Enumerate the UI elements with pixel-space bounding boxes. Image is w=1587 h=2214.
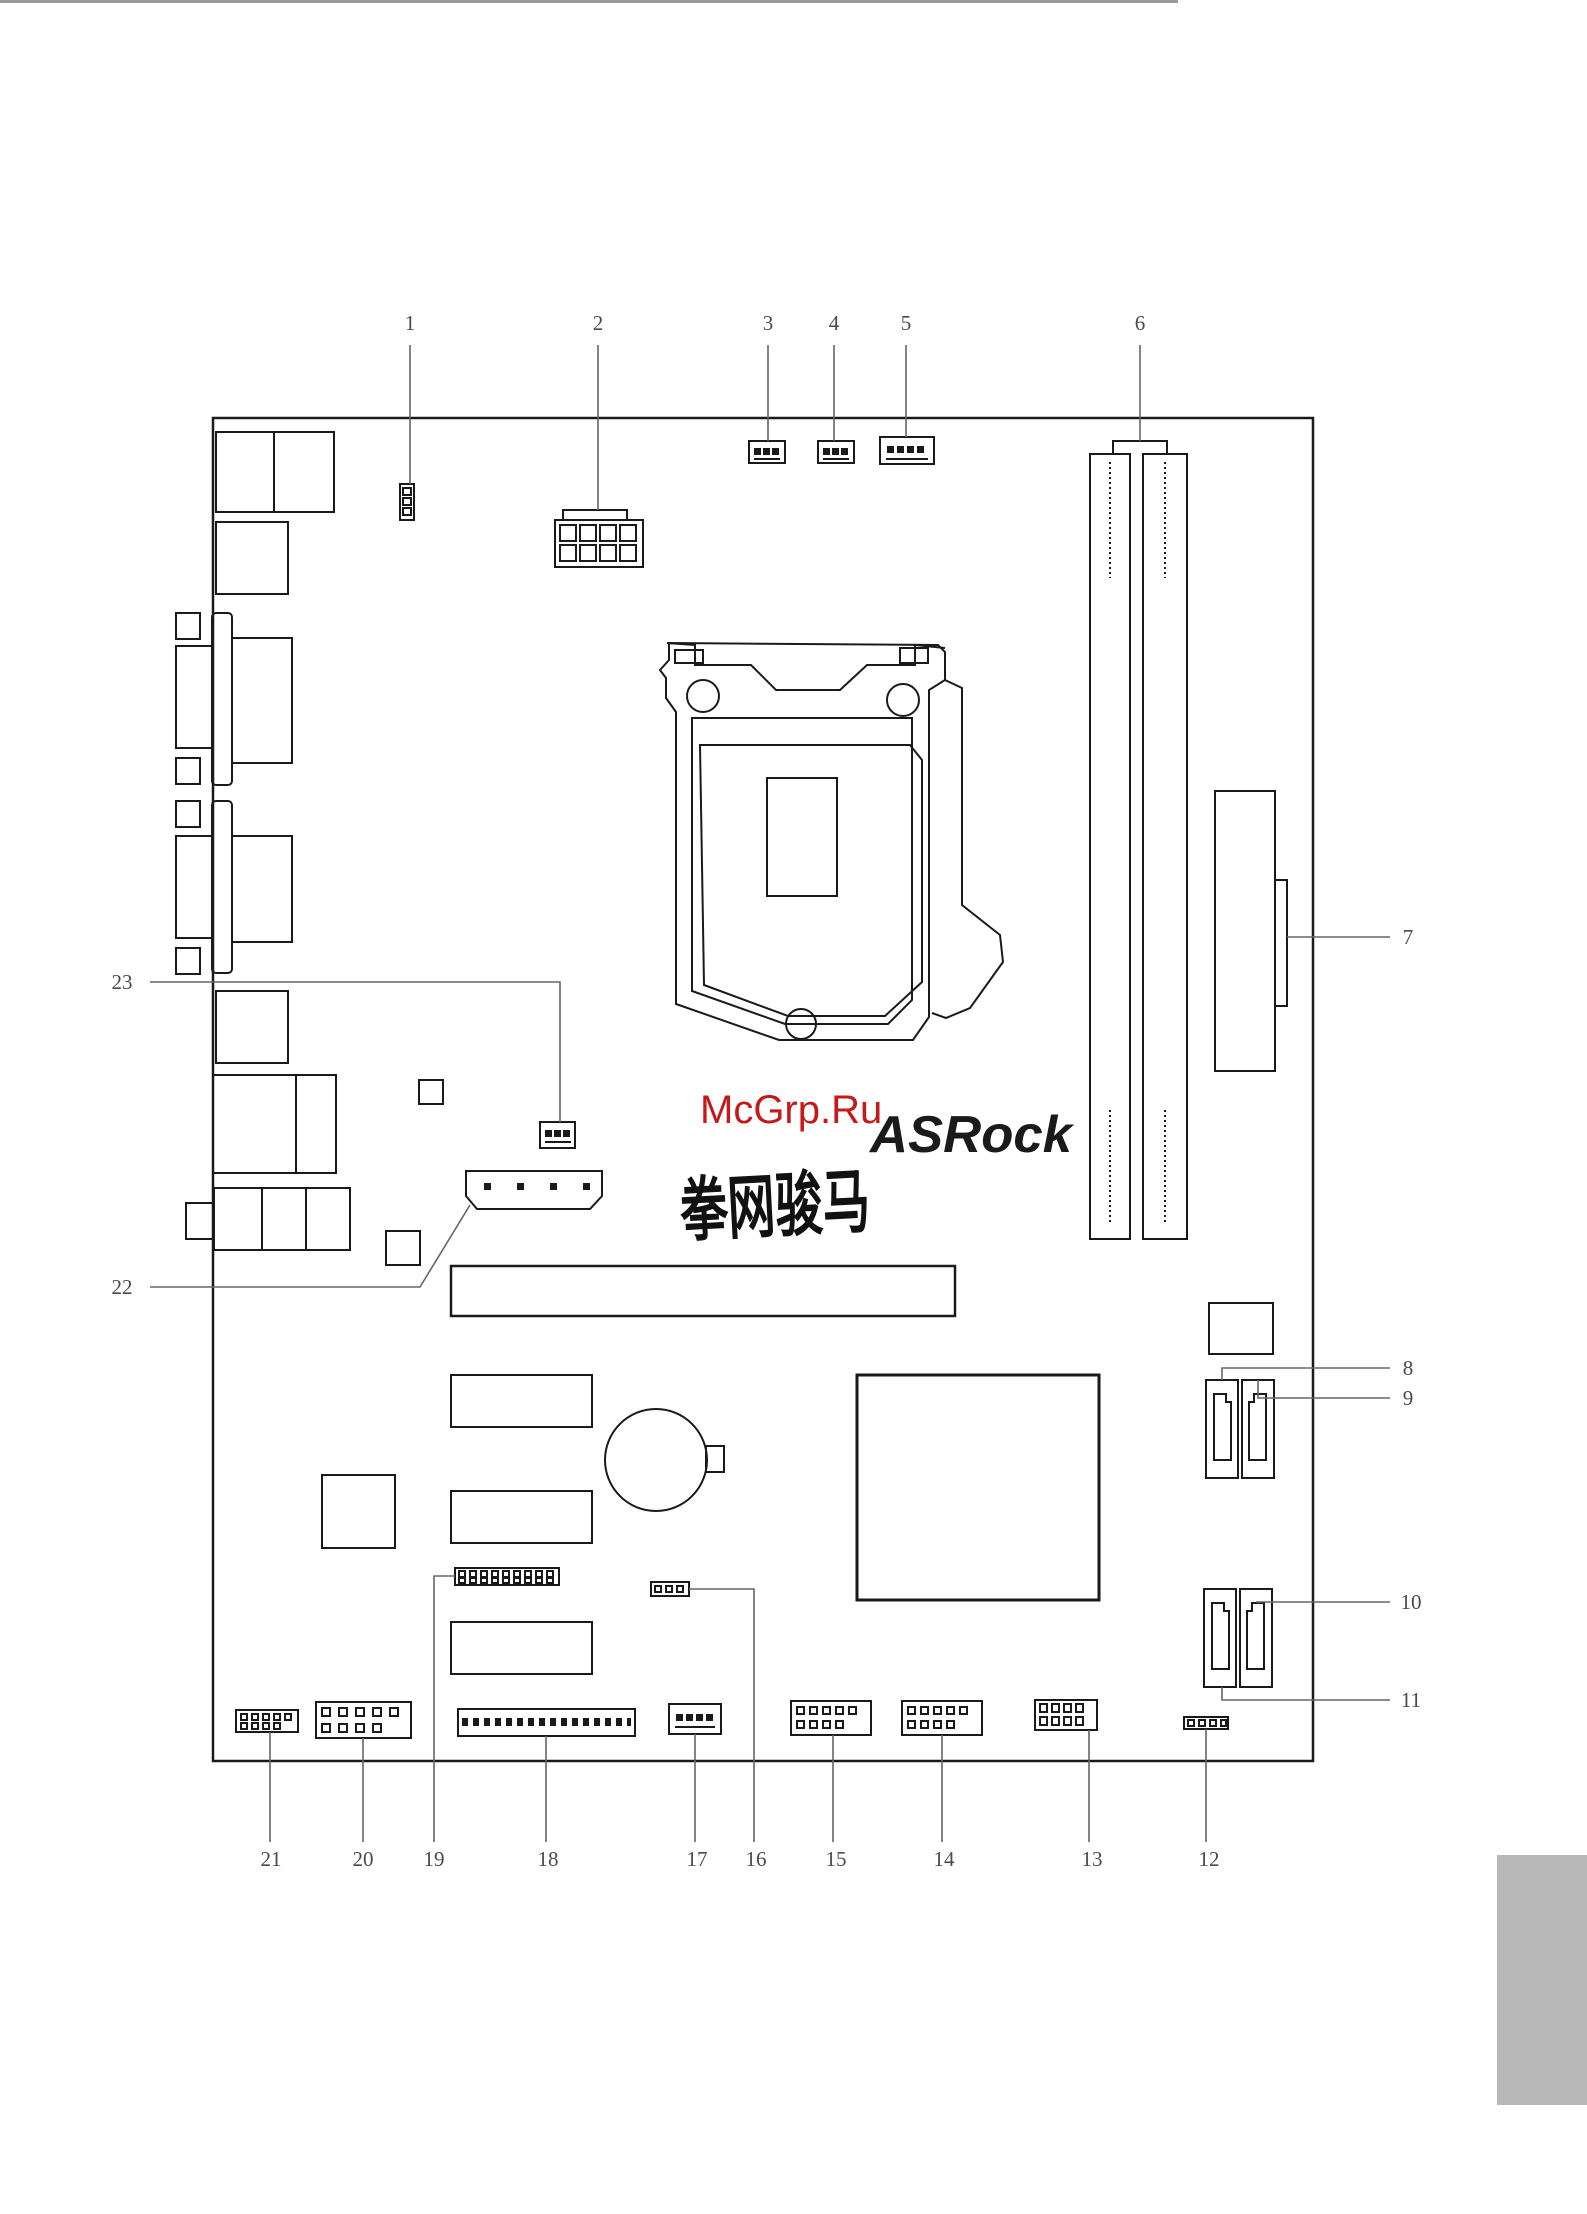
- jumper-header-16: [651, 1582, 689, 1596]
- callout-14: 14: [934, 1847, 956, 1871]
- callout-2: 2: [593, 311, 604, 335]
- callout-22: 22: [112, 1275, 133, 1299]
- fan-header-3: [749, 441, 785, 463]
- fan-header-4: [818, 441, 854, 463]
- callout-15: 15: [826, 1847, 847, 1871]
- rear-io-panel: [176, 432, 350, 1250]
- dimm-slots: [1090, 441, 1187, 1239]
- callout-12: 12: [1199, 1847, 1220, 1871]
- small-chip: [419, 1080, 443, 1104]
- callout-5: 5: [901, 311, 912, 335]
- callout-1: 1: [405, 311, 416, 335]
- jumper-header-1: [400, 484, 414, 520]
- power-connector-22: [466, 1171, 602, 1209]
- callout-3: 3: [763, 311, 774, 335]
- pcie-x16-slot: [451, 1266, 955, 1316]
- header-20: [316, 1702, 411, 1738]
- small-ic: [1209, 1303, 1273, 1354]
- sata-connectors-8-9: [1206, 1380, 1274, 1478]
- callout-18: 18: [538, 1847, 559, 1871]
- callout-10: 10: [1401, 1590, 1422, 1614]
- callout-23: 23: [112, 970, 133, 994]
- pcie-slot-2: [451, 1491, 592, 1543]
- callout-13: 13: [1082, 1847, 1103, 1871]
- watermark-text: McGrp.Ru: [700, 1088, 882, 1132]
- callout-4: 4: [829, 311, 840, 335]
- header-18: [458, 1709, 635, 1736]
- callout-16: 16: [746, 1847, 767, 1871]
- header-21: [236, 1710, 298, 1732]
- header-12: [1184, 1717, 1228, 1729]
- fan-header-23: [540, 1122, 575, 1148]
- callout-17: 17: [687, 1847, 708, 1871]
- brand-logo: ASRock: [868, 1106, 1075, 1164]
- callout-11: 11: [1401, 1688, 1421, 1712]
- fan-header-5: [880, 437, 934, 464]
- callout-7: 7: [1403, 925, 1414, 949]
- fan-header-17: [669, 1704, 721, 1734]
- sata-connectors-10-11: [1204, 1589, 1272, 1687]
- callout-6: 6: [1135, 311, 1146, 335]
- callout-19: 19: [424, 1847, 445, 1871]
- super-io-chip: [322, 1475, 395, 1548]
- header-14: [902, 1701, 982, 1735]
- pcie-slot-3: [451, 1622, 592, 1674]
- callout-20: 20: [353, 1847, 374, 1871]
- callout-21: 21: [261, 1847, 282, 1871]
- cpu-socket: [660, 643, 1003, 1040]
- cmos-battery: [605, 1409, 724, 1511]
- atx-12v-power-connector: [555, 510, 643, 567]
- small-chip-2: [386, 1231, 420, 1265]
- callout-8: 8: [1403, 1356, 1414, 1380]
- handwritten-stamp: 拳网骏马: [677, 1159, 872, 1252]
- atx-power-connector: [1215, 791, 1287, 1071]
- header-13: [1035, 1700, 1097, 1730]
- pcie-slot-1: [451, 1375, 592, 1427]
- chipset: [857, 1375, 1099, 1600]
- header-15: [791, 1701, 871, 1735]
- header-19: [455, 1568, 559, 1585]
- callout-9: 9: [1403, 1386, 1414, 1410]
